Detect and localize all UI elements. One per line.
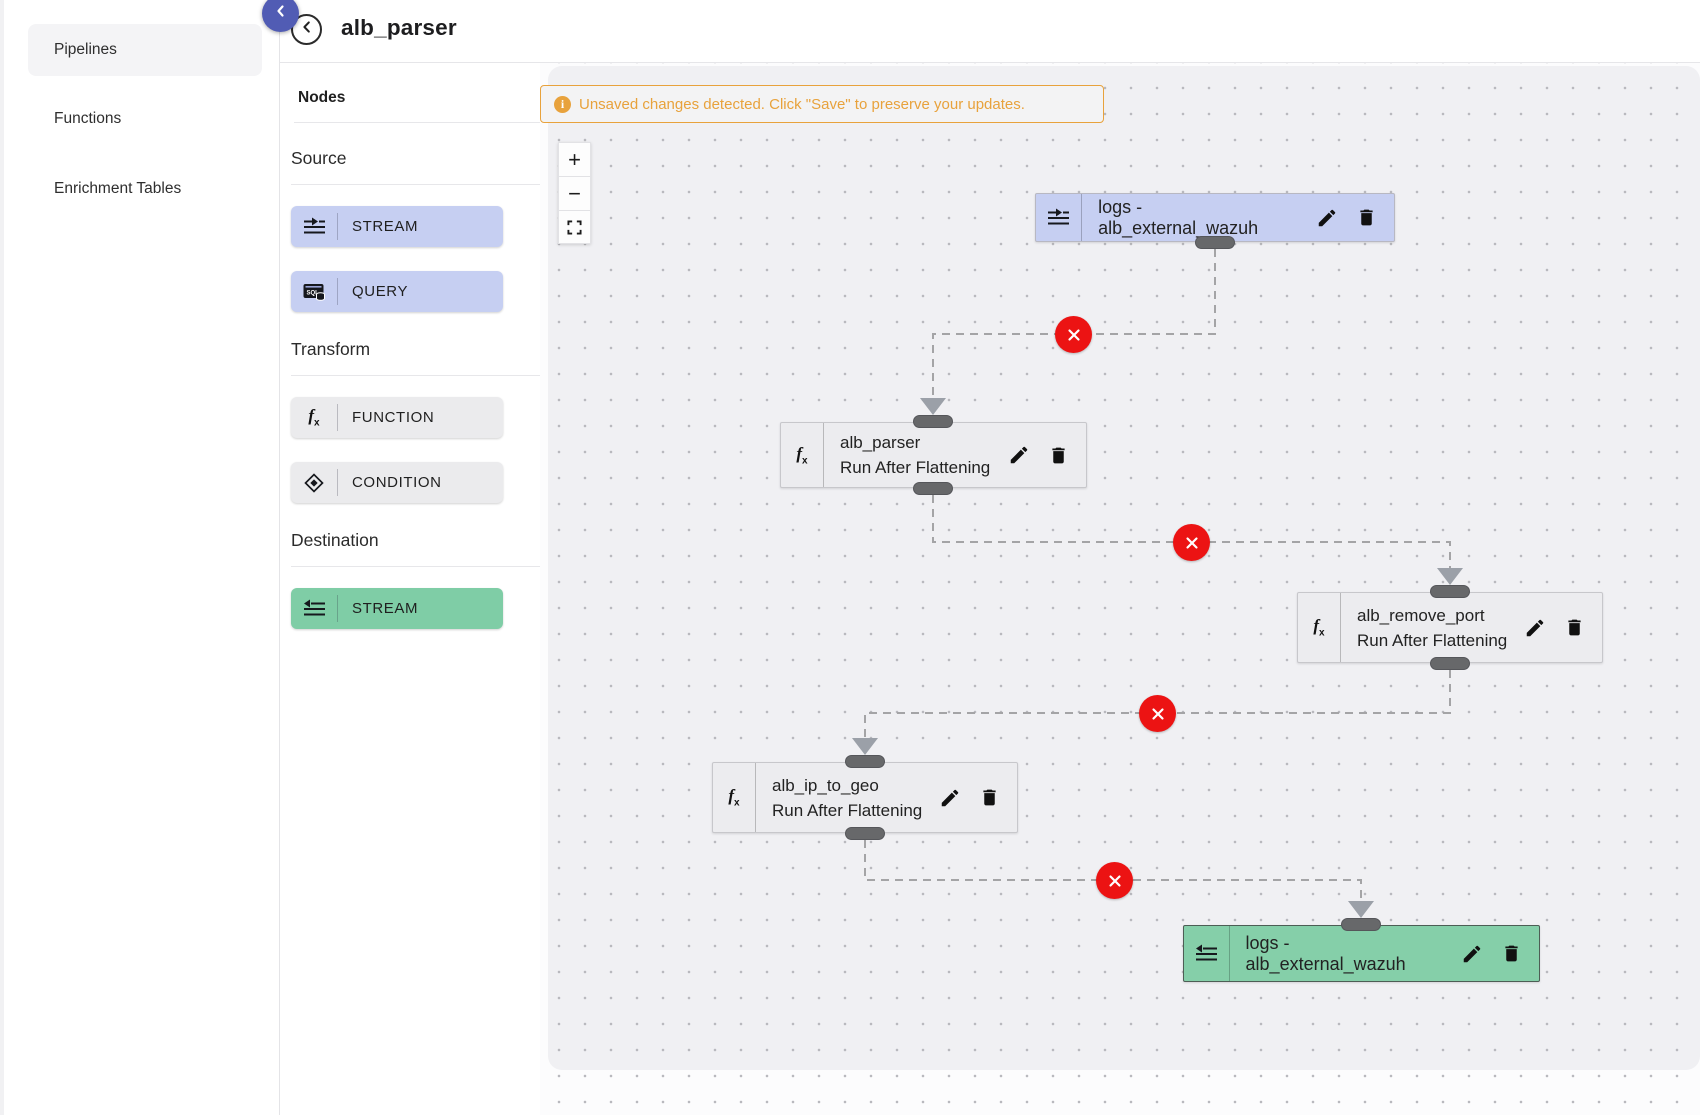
sidebar-item-label: Functions	[54, 110, 121, 128]
function-icon: fx	[291, 404, 338, 431]
node-function-alb-remove-port[interactable]: fx alb_remove_port Run After Flattening	[1297, 592, 1603, 663]
output-handle[interactable]	[1195, 236, 1235, 249]
palette-button-label: FUNCTION	[338, 409, 434, 426]
node-sublabel: Run After Flattening	[840, 455, 990, 480]
delete-edge-button[interactable]	[1173, 524, 1210, 561]
banner-text: Unsaved changes detected. Click "Save" t…	[579, 96, 1025, 113]
input-handle[interactable]	[1341, 918, 1381, 931]
sidebar-item-pipelines[interactable]: Pipelines	[28, 24, 262, 76]
delete-edge-button[interactable]	[1139, 695, 1176, 732]
edit-node-icon[interactable]	[1007, 443, 1031, 467]
output-handle[interactable]	[845, 827, 885, 840]
function-icon: fx	[1298, 593, 1341, 662]
nodes-panel-title: Nodes	[298, 89, 345, 107]
function-icon: fx	[713, 763, 756, 832]
node-stream-destination[interactable]: logs - alb_external_wazuh	[1183, 925, 1540, 982]
sidebar-item-label: Pipelines	[54, 41, 117, 59]
close-icon	[1067, 328, 1081, 342]
sidebar: Pipelines Functions Enrichment Tables	[0, 0, 280, 1115]
node-label: logs - alb_external_wazuh	[1246, 933, 1448, 975]
edit-node-icon[interactable]	[938, 786, 962, 810]
node-label: alb_ip_to_geo	[772, 773, 922, 798]
section-label-transform: Transform	[291, 339, 370, 360]
info-icon: i	[554, 96, 571, 113]
stream-out-icon	[1184, 926, 1230, 981]
delete-node-icon[interactable]	[1499, 942, 1523, 966]
input-handle[interactable]	[913, 415, 953, 428]
function-icon: fx	[781, 423, 824, 487]
chevron-left-icon	[273, 3, 289, 24]
nodes-panel: Nodes Source STREAM SQL QUERY Transform …	[282, 64, 540, 1115]
page-title: alb_parser	[341, 15, 457, 41]
palette-function-button[interactable]: fx FUNCTION	[291, 397, 503, 438]
section-label-destination: Destination	[291, 530, 379, 551]
node-function-alb-parser[interactable]: fx alb_parser Run After Flattening	[780, 422, 1087, 488]
delete-edge-button[interactable]	[1096, 862, 1133, 899]
fit-view-icon	[567, 220, 582, 235]
palette-query-button[interactable]: SQL QUERY	[291, 271, 503, 312]
delete-node-icon[interactable]	[1046, 443, 1070, 467]
sql-query-icon: SQL	[291, 278, 338, 305]
sidebar-item-enrichment-tables[interactable]: Enrichment Tables	[28, 163, 262, 215]
palette-button-label: STREAM	[338, 600, 418, 617]
node-sublabel: Run After Flattening	[1357, 628, 1507, 653]
stream-in-icon	[1036, 194, 1082, 241]
palette-button-label: CONDITION	[338, 474, 442, 491]
main-area: alb_parser Nodes Source STREAM SQL QUERY…	[280, 0, 1700, 1115]
edit-node-icon[interactable]	[1315, 206, 1339, 230]
sidebar-item-functions[interactable]: Functions	[28, 93, 262, 145]
close-icon	[1151, 707, 1165, 721]
fit-view-button[interactable]	[558, 210, 591, 244]
delete-node-icon[interactable]	[1354, 206, 1378, 230]
node-label: alb_parser	[840, 430, 990, 455]
flow-canvas[interactable]: i Unsaved changes detected. Click "Save"…	[540, 63, 1700, 1115]
condition-icon	[291, 469, 338, 496]
zoom-in-button[interactable]: +	[558, 142, 591, 176]
edit-node-icon[interactable]	[1523, 616, 1547, 640]
zoom-out-button[interactable]: −	[558, 176, 591, 210]
palette-stream-source-button[interactable]: STREAM	[291, 206, 503, 247]
palette-button-label: STREAM	[338, 218, 418, 235]
header: alb_parser	[280, 0, 1700, 63]
delete-node-icon[interactable]	[1562, 616, 1586, 640]
input-handle[interactable]	[845, 755, 885, 768]
node-label: logs - alb_external_wazuh	[1098, 197, 1303, 239]
delete-node-icon[interactable]	[977, 786, 1001, 810]
section-label-source: Source	[291, 148, 346, 169]
palette-stream-destination-button[interactable]: STREAM	[291, 588, 503, 629]
stream-out-icon	[291, 595, 338, 622]
sidebar-item-label: Enrichment Tables	[54, 180, 181, 198]
node-stream-source[interactable]: logs - alb_external_wazuh	[1035, 193, 1395, 242]
chevron-left-icon	[299, 19, 315, 40]
stream-in-icon	[291, 213, 338, 240]
palette-condition-button[interactable]: CONDITION	[291, 462, 503, 503]
close-icon	[1108, 874, 1122, 888]
node-label: alb_remove_port	[1357, 603, 1507, 628]
output-handle[interactable]	[1430, 657, 1470, 670]
input-handle[interactable]	[1430, 585, 1470, 598]
palette-button-label: QUERY	[338, 283, 408, 300]
edit-node-icon[interactable]	[1460, 942, 1484, 966]
output-handle[interactable]	[913, 482, 953, 495]
node-sublabel: Run After Flattening	[772, 798, 922, 823]
zoom-controls: + −	[558, 142, 591, 244]
unsaved-changes-banner: i Unsaved changes detected. Click "Save"…	[540, 85, 1104, 123]
node-function-alb-ip-to-geo[interactable]: fx alb_ip_to_geo Run After Flattening	[712, 762, 1018, 833]
close-icon	[1185, 536, 1199, 550]
delete-edge-button[interactable]	[1055, 316, 1092, 353]
